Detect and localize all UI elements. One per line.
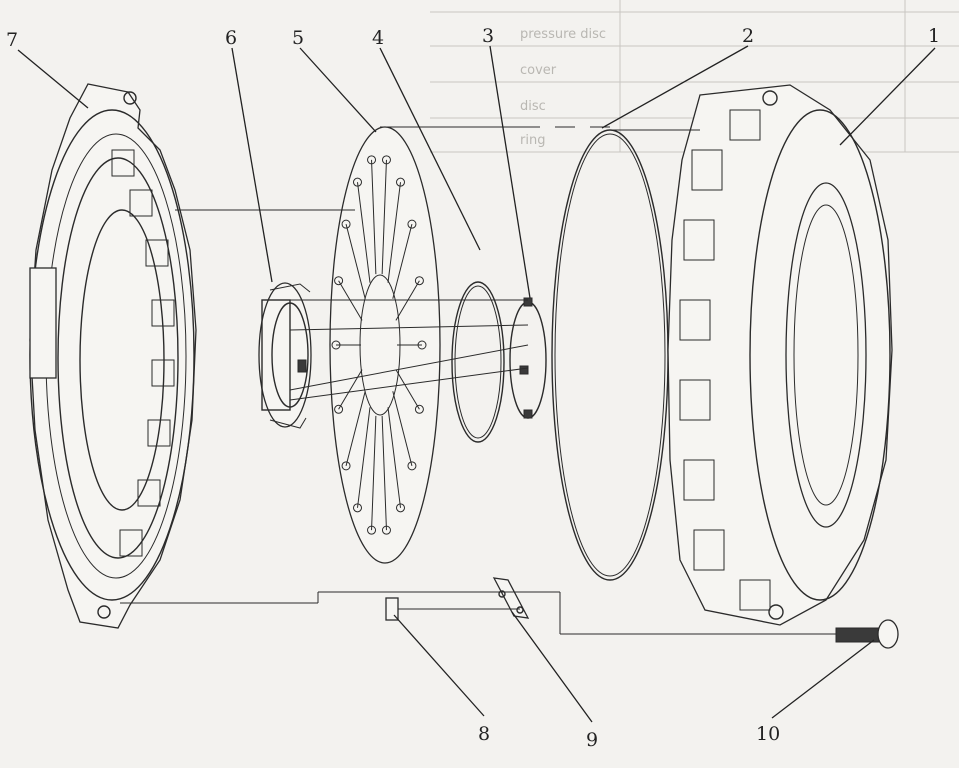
part-5-diaphragm-spring [329,126,441,564]
leader-lines [17,45,936,723]
spring-finger [357,182,371,283]
spring-finger [338,280,363,321]
part-2-friction-ring [551,129,669,581]
spring-finger-tip [414,404,424,414]
part-1-pressure-plate [667,84,893,626]
label-5: 5 [292,27,304,49]
spring-finger-tip [353,503,362,513]
spring-finger-tip [396,177,405,187]
spring-finger-tip [341,219,351,229]
spring-finger [387,182,401,283]
bg-table-row-1: pressure disc [520,27,606,42]
label-10: 10 [756,723,780,745]
spring-finger-tip [334,276,344,286]
part-4-wire-ring [451,281,505,443]
spring-finger-tip [407,219,417,229]
part-8-rivet [385,597,420,621]
part-3-retaining-ring [509,297,547,419]
label-1: 1 [928,25,940,47]
label-4: 4 [372,27,384,49]
spring-finger [345,224,366,299]
label-8: 8 [478,723,490,745]
part-10-bolt [835,619,899,649]
spring-finger-tip [331,340,341,350]
spring-finger [371,415,377,531]
bg-table-row-3: disc [520,99,546,114]
spring-finger-tip [341,461,351,471]
spring-finger-tip [417,340,427,350]
callout-labels: 1 2 3 4 5 6 7 8 9 10 [6,25,940,751]
bg-table-row-2: cover [520,63,557,78]
spring-finger [357,407,371,508]
spring-finger-tip [381,525,391,535]
spring-finger-tip [353,177,362,187]
part-7-clutch-cover [29,83,197,629]
spring-finger [392,224,413,299]
part-9-strap-plate [492,577,530,619]
label-7: 7 [6,29,18,51]
spring-finger-tip [396,503,405,513]
spring-finger [381,415,387,531]
spring-finger [387,407,401,508]
spring-finger-tip [414,276,424,286]
spring-finger-tip [407,461,417,471]
label-3: 3 [482,25,494,47]
spring-finger [345,391,366,466]
spring-finger-tip [367,155,377,165]
spring-finger [371,159,377,275]
label-9: 9 [586,729,598,751]
spring-finger [338,369,363,410]
label-6: 6 [225,27,237,49]
bg-table-row-4: ring [520,133,545,148]
spring-finger [395,280,420,321]
spring-finger-tip [334,404,344,414]
spring-finger [395,369,420,410]
spring-finger [392,391,413,466]
part-6-release-hub [258,282,312,429]
label-2: 2 [742,25,754,47]
assembly-lines [120,126,836,635]
spring-finger-tip [367,525,377,535]
spring-finger [381,159,387,275]
spring-finger-tip [381,155,391,165]
